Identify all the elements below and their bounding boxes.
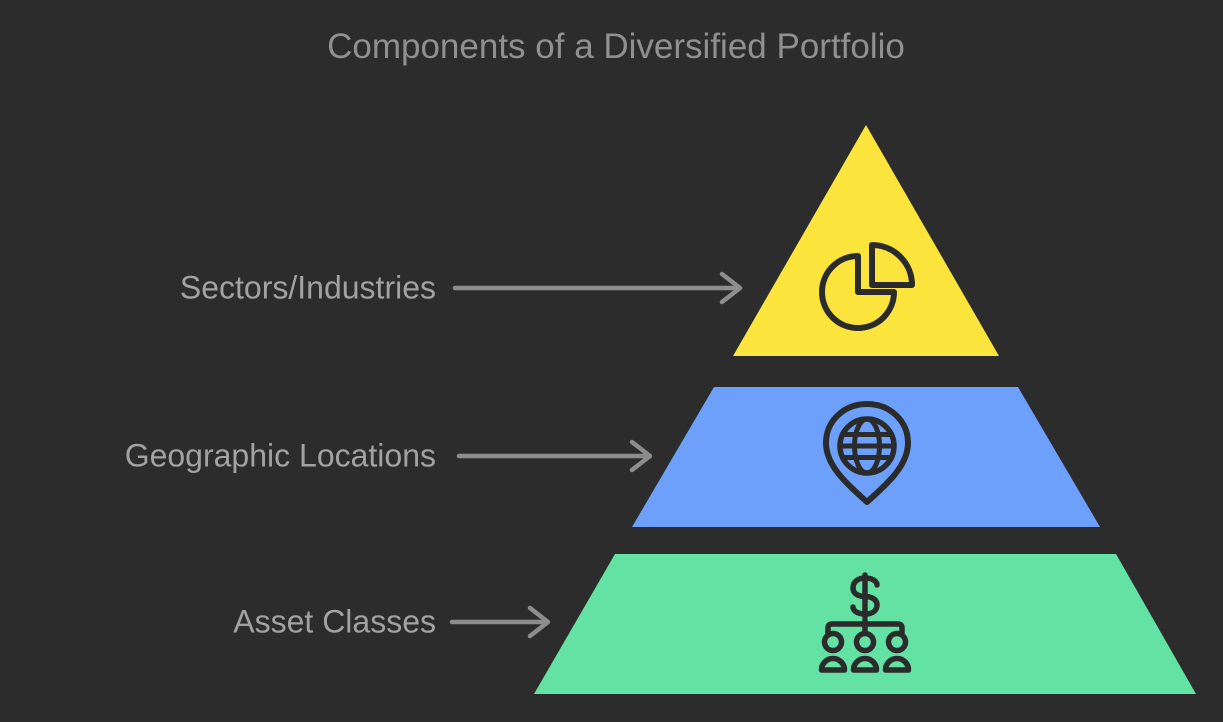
arrow-head-icon (719, 271, 743, 305)
label-sectors-industries: Sectors/Industries (179, 269, 436, 306)
arrow-head-icon (527, 605, 551, 639)
globe-pin-icon (823, 401, 911, 505)
pyramid-level-sectors (733, 125, 999, 356)
pie-body (819, 253, 897, 331)
person-head-center (853, 630, 877, 654)
arrow-head-icon (629, 439, 653, 473)
person-body-right (882, 655, 912, 673)
label-geographic-locations: Geographic Locations (124, 437, 436, 474)
pin-outline (823, 401, 911, 505)
label-asset-classes: Asset Classes (233, 603, 436, 640)
pie-slice (869, 242, 915, 288)
person-body-center (850, 655, 880, 673)
person-head-left (821, 630, 845, 654)
arrow-sectors (452, 271, 743, 305)
money-hierarchy-icon (818, 572, 912, 673)
pie-chart-icon (819, 242, 915, 331)
arrow-assets (449, 605, 551, 639)
person-head-right (885, 630, 909, 654)
diagram-title: Components of a Diversified Portfolio (327, 27, 905, 66)
person-body-left (818, 655, 848, 673)
dollar-s-curve (850, 575, 880, 617)
arrow-geographic (456, 439, 653, 473)
